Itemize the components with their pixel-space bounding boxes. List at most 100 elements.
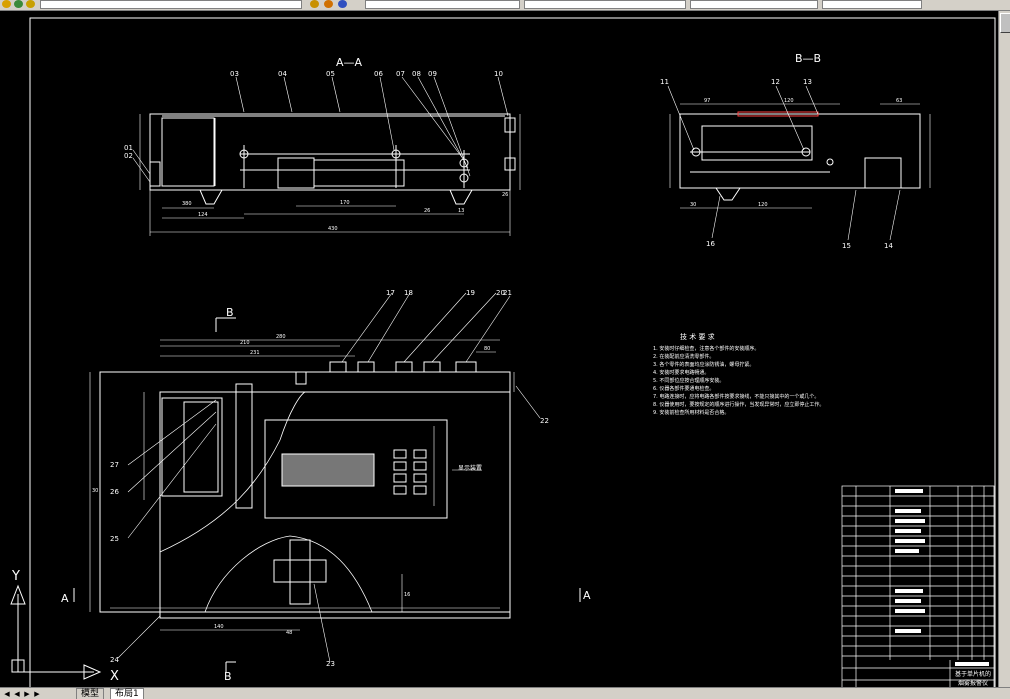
dim-plan-48: 48: [286, 630, 292, 636]
dim-plan-80: 80: [484, 346, 490, 352]
linetype-dropdown[interactable]: [690, 0, 818, 9]
drawing-canvas[interactable]: A—A: [0, 11, 1010, 689]
keypad: [393, 449, 427, 495]
dim-plan-140: 140: [214, 624, 224, 630]
tech-req-line-9: 9. 安装前检查所用材料是否合格。: [653, 409, 729, 416]
scrollbar-thumb[interactable]: [1000, 13, 1010, 33]
drawing-sub: 烟雾报警仪: [958, 679, 988, 687]
ucs-y-label: Y: [11, 569, 20, 584]
balloon-aa-04: 04: [278, 70, 287, 78]
bb-balloons: 11 12 13 14 15 16: [660, 78, 893, 250]
dim-aa-124: 124: [198, 212, 208, 218]
balloon-24: 24: [110, 656, 119, 664]
balloon-18: 18: [404, 289, 413, 297]
dim-aa-13: 13: [458, 208, 464, 214]
plan-balloons: 17 18 19 20 21 22 23 24 25 26 27 显示装置: [110, 289, 549, 668]
dim-bb-120b: 120: [758, 202, 768, 208]
layer-dropdown[interactable]: [365, 0, 520, 9]
balloon-aa-03: 03: [230, 70, 239, 78]
color-dropdown[interactable]: [524, 0, 686, 9]
balloon-22: 22: [540, 417, 549, 425]
cad-toolbar: [0, 0, 1010, 11]
tech-req-title: 技 术 要 求: [680, 332, 715, 341]
tab-nav-last[interactable]: ▶: [34, 690, 40, 698]
balloon-aa-09: 09: [428, 70, 437, 78]
balloon-aa-08: 08: [412, 70, 421, 78]
tech-req-line-8: 8. 仪器使用时，要按规定的顺序进行操作，当发现异常时，应立即停止工作。: [653, 401, 824, 408]
balloon-aa-10: 10: [494, 70, 503, 78]
section-a-left: A: [61, 592, 69, 605]
toolbar-icon-3[interactable]: [26, 0, 35, 8]
tab-layout1[interactable]: 布局1: [110, 688, 144, 699]
ucs-x-label: X: [110, 669, 119, 684]
lineweight-dropdown[interactable]: [822, 0, 922, 9]
view-bb-title: B—B: [795, 52, 821, 65]
dim-plan-210: 210: [240, 340, 250, 346]
layout-tab-bar: ◀ ◀ ▶ ▶ 模型 布局1: [0, 687, 1010, 699]
dim-plan-231: 231: [250, 350, 260, 356]
balloon-27: 27: [110, 461, 119, 469]
balloon-aa-02: 02: [124, 152, 133, 160]
aa-dimensions: 380 124 170 26 13 430 26: [182, 192, 508, 232]
tab-nav-first[interactable]: ◀: [4, 690, 10, 698]
balloon-25: 25: [110, 535, 119, 543]
balloon-bb-16: 16: [706, 240, 715, 248]
dim-bb-120: 120: [784, 98, 794, 104]
view-bb: B—B: [667, 52, 931, 241]
dim-bb-97: 97: [704, 98, 710, 104]
toolbar-icon-6[interactable]: [338, 0, 347, 8]
balloon-26: 26: [110, 488, 119, 496]
view-aa: A—A: [132, 56, 521, 236]
toolbar-icon-1[interactable]: [2, 0, 11, 8]
balloon-17: 17: [386, 289, 395, 297]
technical-requirements: 技 术 要 求 1. 安装时仔细检查，注意各个部件的安装顺序。 2. 在装配前应…: [653, 332, 824, 416]
dim-bb-63: 63: [896, 98, 902, 104]
dim-plan-30: 30: [92, 488, 98, 494]
balloon-aa-07: 07: [396, 70, 405, 78]
toolbar-icon-5[interactable]: [324, 0, 333, 8]
drawing-frame: [29, 17, 996, 689]
tech-req-line-1: 1. 安装时仔细检查，注意各个部件的安装顺序。: [653, 345, 759, 352]
balloon-21: 21: [503, 289, 512, 297]
balloon-19: 19: [466, 289, 475, 297]
dim-aa-170: 170: [340, 200, 350, 206]
toolbar-icon-2[interactable]: [14, 0, 23, 8]
view-plan: [73, 292, 581, 672]
tab-nav-next[interactable]: ▶: [24, 690, 30, 698]
section-b-top: B: [226, 306, 234, 319]
section-a-right: A: [583, 589, 591, 602]
dim-aa-26b: 26: [502, 192, 508, 198]
plan-dimensions: 280 210 231 80 140 48 16 30: [92, 334, 490, 636]
tech-req-line-3: 3. 各个零件的表面均应涂防锈油，螺母拧紧。: [653, 361, 754, 368]
title-block: [841, 485, 995, 689]
aa-balloons: 03 04 05 06 07 08 09 10 01 02: [124, 70, 503, 160]
view-aa-title: A—A: [336, 56, 363, 69]
bb-dimensions: 97 120 63 120 30: [690, 98, 902, 208]
tech-req-line-7: 7. 电路连接时，应将电路各部件按要求接线，不能只接其中的一个或几个。: [653, 393, 819, 400]
tech-req-line-2: 2. 在装配前应清洗零部件。: [653, 353, 714, 360]
dim-aa-430: 430: [328, 226, 338, 232]
balloon-aa-06: 06: [374, 70, 383, 78]
balloon-20: 20: [496, 289, 505, 297]
dim-aa-380: 380: [182, 201, 192, 207]
title-block-text: 基于单片机的 烟雾报警仪: [955, 670, 991, 687]
tech-req-line-5: 5. 不同部位应按合理顺序安装。: [653, 377, 724, 384]
toolbar-field-1[interactable]: [40, 0, 302, 9]
vertical-scrollbar[interactable]: [998, 11, 1010, 689]
tech-req-line-4: 4. 安装时要求电路畅通。: [653, 369, 709, 376]
balloon-aa-01: 01: [124, 144, 133, 152]
balloon-bb-13: 13: [803, 78, 812, 86]
balloon-bb-12: 12: [771, 78, 780, 86]
tab-nav-prev[interactable]: ◀: [14, 690, 20, 698]
ucs-icon: Y X: [10, 569, 119, 684]
dim-aa-26: 26: [424, 208, 430, 214]
plan-display-label: 显示装置: [458, 464, 482, 472]
dim-plan-280: 280: [276, 334, 286, 340]
toolbar-icon-4[interactable]: [310, 0, 319, 8]
tech-req-line-6: 6. 仪器各部件要通电检查。: [653, 385, 714, 392]
dim-bb-30: 30: [690, 202, 696, 208]
balloon-bb-14: 14: [884, 242, 893, 250]
tab-model[interactable]: 模型: [76, 688, 105, 699]
section-b-bottom: B: [224, 670, 232, 683]
dim-plan-16: 16: [404, 592, 410, 598]
